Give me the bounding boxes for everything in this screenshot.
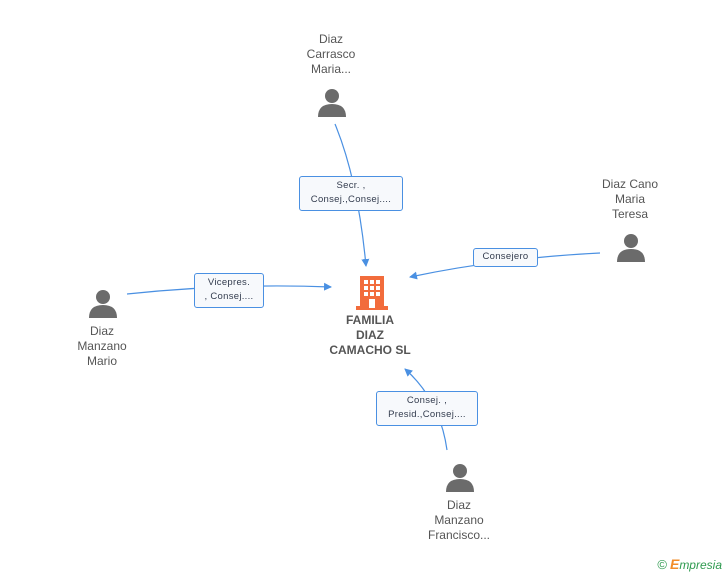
brand-initial: E — [669, 556, 680, 572]
company-name-line: DIAZ — [356, 328, 384, 342]
building-icon[interactable] — [356, 274, 388, 310]
empresia-logo[interactable]: ©Empresia — [657, 556, 722, 572]
role-line: Presid.,Consej.... — [388, 409, 466, 420]
role-line: Secr. , — [336, 180, 366, 191]
person-icon[interactable] — [316, 86, 348, 118]
person-icon[interactable] — [615, 231, 647, 263]
person-name-line: Carrasco — [306, 47, 356, 61]
person-icon[interactable] — [444, 461, 476, 493]
role-line: Consej. , — [406, 395, 448, 406]
person-icon[interactable] — [87, 287, 119, 319]
role-box-mario[interactable]: Vicepres. , Consej.... — [194, 273, 264, 308]
person-name-line: Diaz — [89, 324, 114, 338]
role-box-carrasco[interactable]: Secr. , Consej.,Consej.... — [299, 176, 403, 211]
role-box-cano[interactable]: Consejero — [473, 248, 538, 267]
company-name[interactable]: FAMILIA DIAZ CAMACHO SL — [318, 313, 422, 358]
person-name-francisco[interactable]: Diaz Manzano Francisco... — [412, 498, 506, 543]
person-name-carrasco[interactable]: Diaz Carrasco Maria... — [289, 32, 373, 77]
role-box-francisco[interactable]: Consej. , Presid.,Consej.... — [376, 391, 478, 426]
company-name-line: FAMILIA — [346, 313, 394, 327]
role-line: , Consej.... — [204, 291, 254, 302]
person-name-mario[interactable]: Diaz Manzano Mario — [60, 324, 144, 369]
role-line: Vicepres. — [207, 277, 251, 288]
copyright-symbol: © — [657, 557, 667, 572]
person-name-line: Diaz — [318, 32, 343, 46]
person-name-line: Teresa — [611, 207, 649, 221]
company-name-line: CAMACHO SL — [329, 343, 411, 357]
person-name-line: Maria... — [310, 62, 351, 76]
brand-name: mpresia — [679, 558, 722, 572]
person-name-line: Diaz Cano — [601, 177, 659, 191]
person-name-line: Maria — [614, 192, 645, 206]
person-name-line: Mario — [86, 354, 117, 368]
person-name-line: Francisco... — [427, 528, 490, 542]
role-line: Consejero — [482, 251, 529, 262]
person-name-cano[interactable]: Diaz Cano Maria Teresa — [585, 177, 675, 222]
role-line: Consej.,Consej.... — [310, 194, 392, 205]
person-name-line: Diaz — [446, 498, 471, 512]
person-name-line: Manzano — [434, 513, 484, 527]
person-name-line: Manzano — [77, 339, 127, 353]
